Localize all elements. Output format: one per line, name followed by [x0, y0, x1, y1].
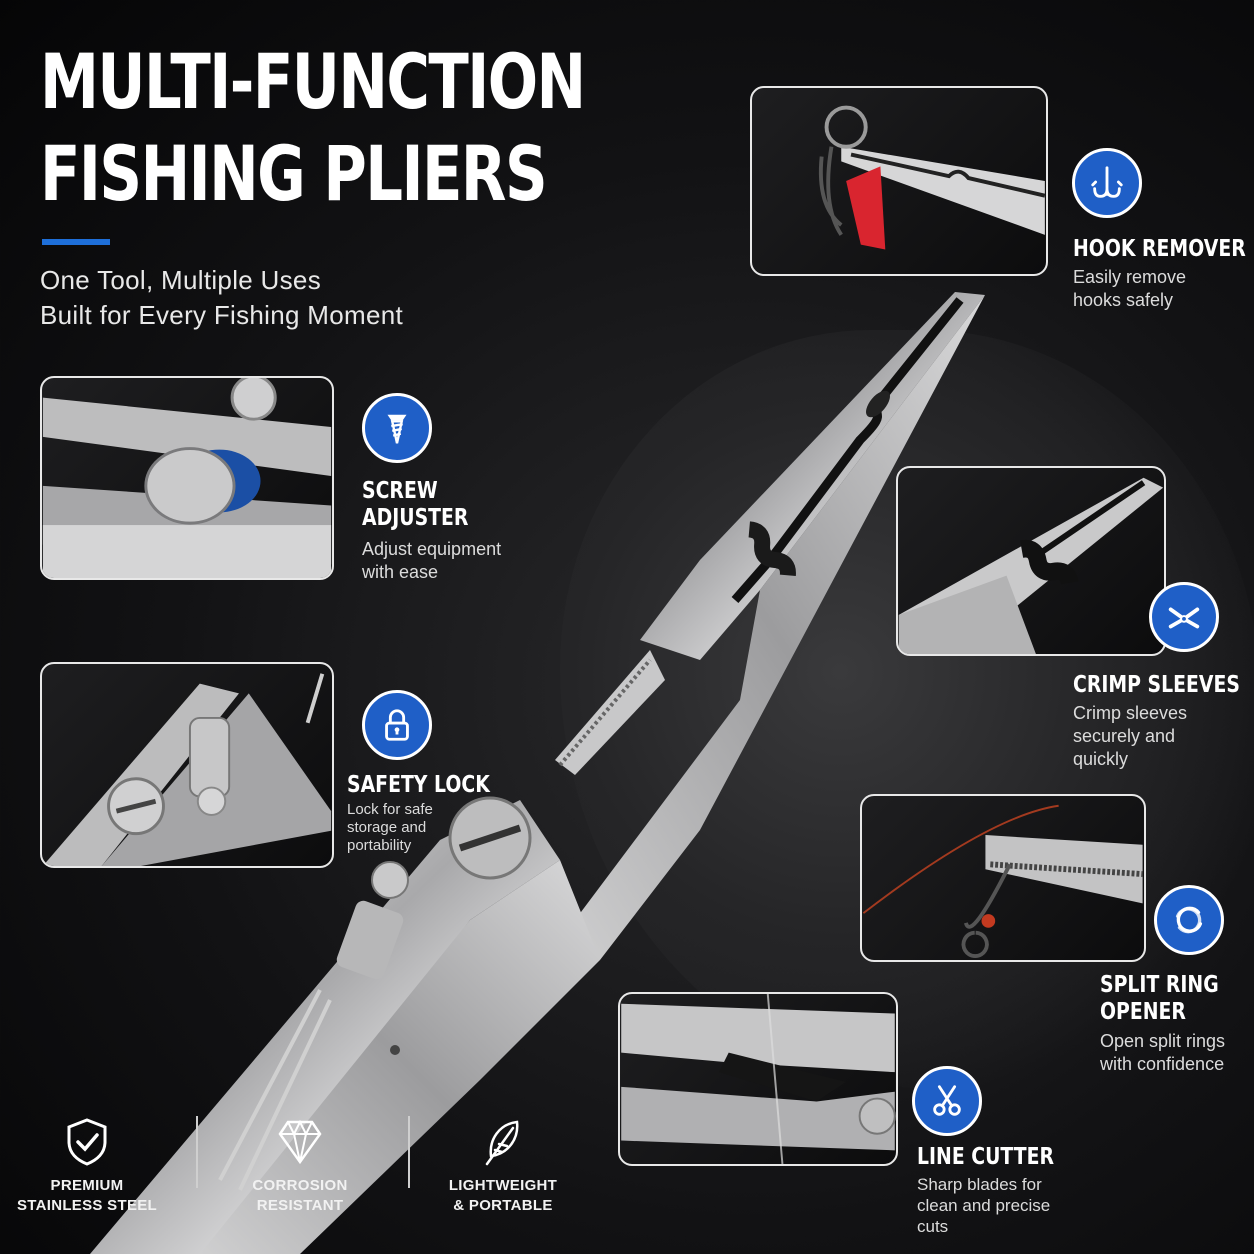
- lightweight-line-2: & PORTABLE: [453, 1197, 553, 1214]
- subtitle-line-1: One Tool, Multiple Uses: [40, 265, 321, 295]
- title-line-1: MULTI-FUNCTION: [40, 37, 586, 126]
- crimp-icon: [1168, 607, 1200, 629]
- safety-lock-description: Lock for safe storage and portability: [347, 801, 433, 855]
- crimp-sleeves-badge: [1149, 582, 1219, 652]
- screw-adjuster-photo: [40, 376, 334, 580]
- title-accent-bar: [42, 239, 110, 245]
- diamond-icon: [278, 1119, 322, 1165]
- safety-lock-desc-line: portability: [347, 837, 412, 854]
- split-ring-opener-title-line: SPLIT RING: [1100, 972, 1219, 998]
- screw-adjuster-badge: [362, 393, 432, 463]
- hook-remover-desc-line: Easily remove: [1073, 267, 1187, 287]
- line-cutter-photo: [618, 992, 898, 1166]
- crimp-sleeves-description: Crimp sleeves securely and quickly: [1073, 702, 1187, 771]
- hook-icon: [1091, 166, 1123, 198]
- badge-divider: [408, 1116, 410, 1188]
- hook-remover-desc-line: hooks safely: [1073, 290, 1174, 310]
- screw-adjuster-title-line: SCREW: [362, 478, 438, 504]
- hook-remover-badge: [1072, 148, 1142, 218]
- split-ring-opener-desc-line: Open split rings: [1100, 1031, 1226, 1051]
- screw-adjuster-description: Adjust equipment with ease: [362, 538, 501, 584]
- subtitle-line-2: Built for Every Fishing Moment: [40, 300, 404, 330]
- line-cutter-desc-line: Sharp blades for: [917, 1175, 1042, 1194]
- lightweight-badge: LIGHTWEIGHT & PORTABLE: [428, 1116, 578, 1216]
- line-cutter-desc-line: clean and precise: [917, 1196, 1051, 1215]
- screw-adjuster-desc-line: Adjust equipment: [362, 539, 502, 559]
- crimp-sleeves-desc-line: securely and: [1073, 726, 1176, 746]
- line-cutter-description: Sharp blades for clean and precise cuts: [917, 1174, 1050, 1237]
- crimp-sleeves-desc-line: quickly: [1073, 749, 1129, 769]
- background-rock: [560, 330, 1254, 1090]
- lightweight-line-1: LIGHTWEIGHT: [448, 1177, 558, 1194]
- screw-adjuster-title: SCREW ADJUSTER: [362, 478, 468, 532]
- split-ring-opener-title: SPLIT RING OPENER: [1100, 972, 1219, 1026]
- shield-check-icon: [67, 1118, 107, 1166]
- safety-lock-badge: [362, 690, 432, 760]
- split-ring-opener-title-line: OPENER: [1100, 999, 1186, 1025]
- split-ring-icon: [1175, 906, 1203, 934]
- hook-remover-title: HOOK REMOVER: [1073, 236, 1246, 262]
- safety-lock-desc-line: storage and: [347, 819, 427, 836]
- scissors-icon: [933, 1085, 961, 1116]
- safety-lock-photo: [40, 662, 334, 868]
- screw-adjuster-desc-line: with ease: [362, 562, 439, 582]
- corrosion-resistant-badge: CORROSION RESISTANT: [225, 1116, 375, 1216]
- screw-icon: [387, 414, 407, 444]
- title-line-2: FISHING PLIERS: [40, 129, 548, 218]
- page-title: MULTI-FUNCTION FISHING PLIERS: [40, 36, 586, 220]
- split-ring-opener-photo: [860, 794, 1146, 962]
- premium-steel-line-1: PREMIUM: [50, 1177, 124, 1194]
- corrosion-resistant-line-2: RESISTANT: [256, 1197, 344, 1214]
- premium-steel-line-2: STAINLESS STEEL: [16, 1197, 158, 1214]
- safety-lock-title: SAFETY LOCK: [347, 772, 490, 798]
- line-cutter-title: LINE CUTTER: [917, 1144, 1055, 1170]
- corrosion-resistant-line-1: CORROSION: [252, 1177, 348, 1194]
- premium-steel-badge: PREMIUM STAINLESS STEEL: [12, 1116, 162, 1216]
- split-ring-opener-description: Open split rings with confidence: [1100, 1030, 1225, 1076]
- badge-divider: [196, 1116, 198, 1188]
- safety-lock-desc-line: Lock for safe: [347, 801, 433, 818]
- crimp-sleeves-desc-line: Crimp sleeves: [1073, 703, 1188, 723]
- split-ring-opener-desc-line: with confidence: [1100, 1054, 1225, 1074]
- padlock-icon: [385, 709, 409, 741]
- screw-adjuster-title-line: ADJUSTER: [362, 505, 469, 531]
- feather-icon: [485, 1120, 519, 1166]
- split-ring-opener-badge: [1154, 885, 1224, 955]
- hook-remover-description: Easily remove hooks safely: [1073, 266, 1186, 312]
- line-cutter-desc-line: cuts: [917, 1217, 949, 1236]
- hook-remover-photo: [750, 86, 1048, 276]
- crimp-sleeves-title: CRIMP SLEEVES: [1073, 672, 1240, 698]
- line-cutter-badge: [912, 1066, 982, 1136]
- crimp-sleeves-photo: [896, 466, 1166, 656]
